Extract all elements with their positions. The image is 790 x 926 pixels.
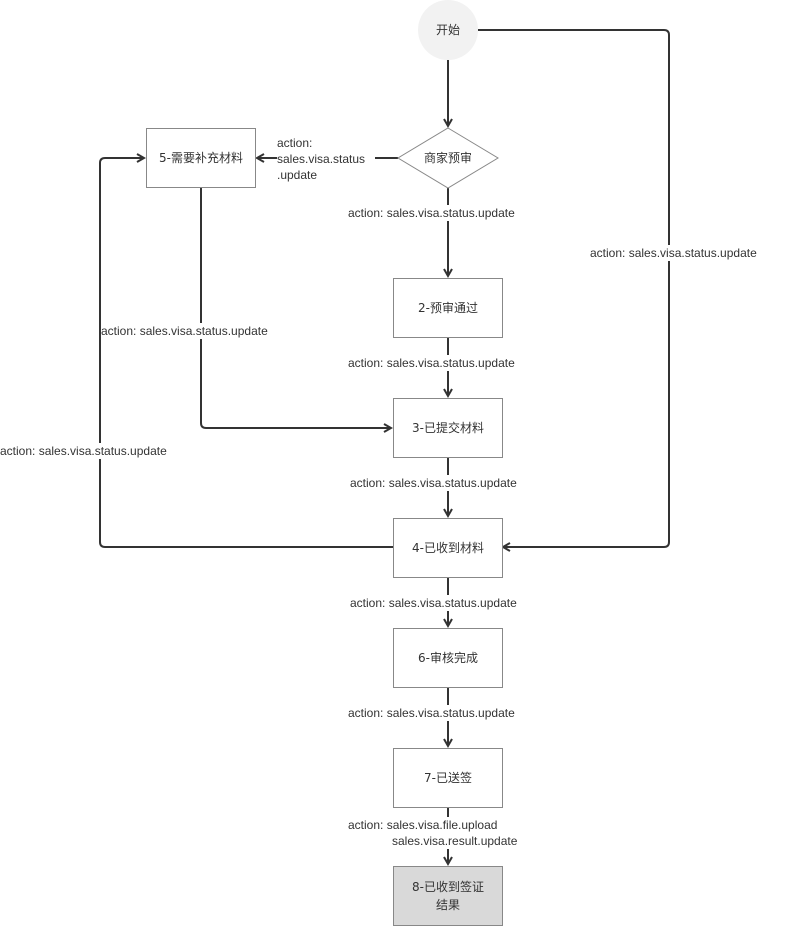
edge-s4-to-s5	[99, 158, 393, 548]
state-3-label: 3-已提交材料	[412, 421, 484, 435]
state-5-label: 5-需要补充材料	[159, 151, 243, 165]
edge-label-s4-to-s6: action: sales.visa.status.update	[350, 595, 517, 611]
state-8-node[interactable]: 8-已收到签证 结果	[393, 866, 503, 926]
edge-label-line: sales.visa.status	[277, 151, 376, 167]
state-5-node[interactable]: 5-需要补充材料	[146, 128, 256, 188]
edge-label-line: .update	[277, 168, 318, 182]
start-label: 开始	[435, 23, 460, 37]
edge-s5-to-s3	[200, 188, 391, 428]
state-2-node[interactable]: 2-预审通过	[393, 278, 503, 338]
edge-label-review-to-s5: action: sales.visa.status .update	[277, 135, 376, 183]
state-7-label: 7-已送签	[424, 771, 472, 785]
edge-label-s4-to-s5: action: sales.visa.status.update	[0, 443, 167, 459]
state-2-label: 2-预审通过	[418, 301, 478, 315]
start-node[interactable]: 开始	[418, 0, 478, 60]
edge-label-line: action: sales.visa.file.upload	[348, 818, 498, 832]
state-4-node[interactable]: 4-已收到材料	[393, 518, 503, 578]
merchant-review-diamond[interactable]	[397, 127, 499, 189]
state-7-node[interactable]: 7-已送签	[393, 748, 503, 808]
state-3-node[interactable]: 3-已提交材料	[393, 398, 503, 458]
edge-label-s5-to-s3: action: sales.visa.status.update	[101, 323, 268, 339]
edge-label-line: sales.visa.result.update	[392, 834, 518, 848]
state-6-node[interactable]: 6-审核完成	[393, 628, 503, 688]
edge-label-s7-to-s8: action: sales.visa.file.upload sales.vis…	[348, 817, 518, 849]
edge-label-s3-to-s4: action: sales.visa.status.update	[350, 475, 517, 491]
state-8-label-line2: 结果	[435, 898, 460, 912]
state-4-label: 4-已收到材料	[412, 541, 484, 555]
state-8-label-line1: 8-已收到签证	[412, 880, 484, 894]
edge-label-s6-to-s7: action: sales.visa.status.update	[348, 705, 515, 721]
edge-label-start-to-s4: action: sales.visa.status.update	[590, 245, 757, 261]
edge-label-line: action:	[277, 136, 313, 150]
merchant-review-node[interactable]: 商家预审	[398, 128, 498, 188]
merchant-review-label: 商家预审	[423, 151, 472, 165]
state-6-label: 6-审核完成	[418, 651, 478, 665]
edge-label-review-to-s2: action: sales.visa.status.update	[348, 205, 515, 221]
edge-label-s2-to-s3: action: sales.visa.status.update	[348, 355, 515, 371]
edge-start-to-s4	[478, 29, 670, 547]
